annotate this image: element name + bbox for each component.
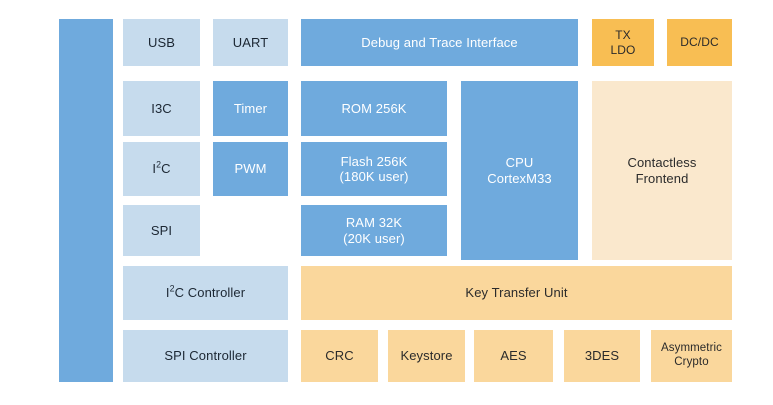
block-spi-controller[interactable]: SPI Controller bbox=[123, 330, 288, 382]
block-i2c-controller-label: I2C Controller bbox=[165, 284, 246, 301]
block-pwm-label: PWM bbox=[234, 161, 267, 177]
block-pwm[interactable]: PWM bbox=[213, 142, 288, 196]
block-spi-controller-label: SPI Controller bbox=[164, 348, 247, 364]
block-flash-label: Flash 256K (180K user) bbox=[339, 153, 409, 184]
block-dcdc-label: DC/DC bbox=[680, 35, 719, 50]
block-debug-and-trace-interface[interactable]: Debug and Trace Interface bbox=[301, 19, 578, 66]
block-ram[interactable]: RAM 32K (20K user) bbox=[301, 205, 447, 256]
block-i3c[interactable]: I3C bbox=[123, 81, 200, 136]
block-rom[interactable]: ROM 256K bbox=[301, 81, 447, 136]
block-usb[interactable]: USB bbox=[123, 19, 200, 66]
block-aes-label: AES bbox=[500, 348, 527, 364]
block-key-transfer-unit-label: Key Transfer Unit bbox=[465, 285, 568, 301]
block-spi-label: SPI bbox=[150, 222, 173, 238]
block-3des[interactable]: 3DES bbox=[564, 330, 640, 382]
block-timer-label: Timer bbox=[233, 100, 268, 116]
block-crc-label: CRC bbox=[325, 348, 354, 364]
block-uart-label: UART bbox=[232, 34, 269, 50]
block-ram-label: RAM 32K (20K user) bbox=[343, 215, 405, 246]
block-cpu-label: CPU CortexM33 bbox=[487, 155, 552, 186]
block-i3c-label: I3C bbox=[151, 100, 172, 116]
block-timer[interactable]: Timer bbox=[213, 81, 288, 136]
block-3des-label: 3DES bbox=[584, 348, 620, 364]
block-aes[interactable]: AES bbox=[474, 330, 553, 382]
block-key-transfer-unit[interactable]: Key Transfer Unit bbox=[301, 266, 732, 320]
block-dcdc[interactable]: DC/DC bbox=[667, 19, 732, 66]
block-contactless-frontend[interactable]: Contactless Frontend bbox=[592, 81, 732, 260]
block-contactless-frontend-label: Contactless Frontend bbox=[627, 155, 697, 186]
block-rom-label: ROM 256K bbox=[341, 100, 407, 116]
block-i2c[interactable]: I2C bbox=[123, 142, 200, 196]
block-uart[interactable]: UART bbox=[213, 19, 288, 66]
block-crc[interactable]: CRC bbox=[301, 330, 378, 382]
block-asymmetric-crypto[interactable]: Asymmetric Crypto bbox=[651, 330, 732, 382]
block-system-bus[interactable] bbox=[59, 19, 113, 382]
block-i2c-controller[interactable]: I2C Controller bbox=[123, 266, 288, 320]
block-tx-ldo-label: TX LDO bbox=[610, 28, 636, 57]
block-i2c-label: I2C bbox=[152, 160, 171, 177]
block-keystore[interactable]: Keystore bbox=[388, 330, 465, 382]
block-cpu[interactable]: CPU CortexM33 bbox=[461, 81, 578, 260]
block-debug-and-trace-interface-label: Debug and Trace Interface bbox=[361, 34, 518, 50]
block-keystore-label: Keystore bbox=[400, 348, 453, 364]
block-tx-ldo[interactable]: TX LDO bbox=[592, 19, 654, 66]
block-spi[interactable]: SPI bbox=[123, 205, 200, 256]
block-flash[interactable]: Flash 256K (180K user) bbox=[301, 142, 447, 196]
block-asymmetric-crypto-label: Asymmetric Crypto bbox=[660, 342, 723, 368]
block-usb-label: USB bbox=[147, 34, 176, 50]
